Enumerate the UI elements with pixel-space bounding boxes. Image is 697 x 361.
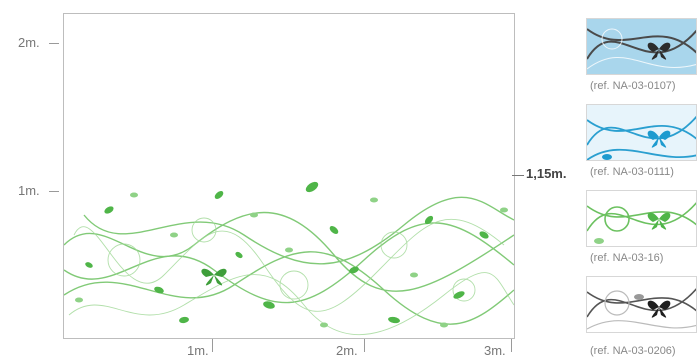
y-label-2m: 2m.: [18, 35, 40, 50]
swatch-ref-label: (ref. NA-03-0111): [590, 166, 674, 178]
swatch-ref-label: (ref. NA-03-0206): [590, 345, 676, 357]
green-butterfly-on-white-icon: [587, 201, 696, 244]
height-marker-line: [512, 175, 524, 176]
swatch-na-03-0111[interactable]: [586, 104, 697, 161]
y-tick-1m: [49, 191, 59, 192]
vine-pattern-image: [64, 181, 514, 336]
x-tick-1m: [212, 339, 213, 352]
x-label-2m: 2m.: [336, 343, 358, 358]
x-label-3m: 3m.: [484, 343, 506, 358]
y-tick-2m: [49, 43, 59, 44]
swatch-ref-label: (ref. NA-03-16): [590, 252, 664, 264]
swatch-ref-label: (ref. NA-03-0107): [590, 80, 676, 92]
swatch-na-03-16[interactable]: [586, 190, 697, 247]
x-label-1m: 1m.: [187, 343, 209, 358]
swatch-na-03-0107[interactable]: [586, 18, 697, 75]
swatch-na-03-0206[interactable]: [586, 276, 697, 333]
height-marker-label: 1,15m.: [526, 166, 567, 181]
black-butterfly-on-white-icon: [587, 287, 696, 330]
dark-butterfly-on-blue-icon: [587, 28, 696, 70]
x-tick-3m: [511, 339, 512, 352]
wall-canvas: [63, 13, 515, 339]
x-tick-2m: [364, 339, 365, 352]
y-label-1m: 1m.: [18, 183, 40, 198]
blue-butterfly-on-light-blue-icon: [587, 115, 696, 160]
